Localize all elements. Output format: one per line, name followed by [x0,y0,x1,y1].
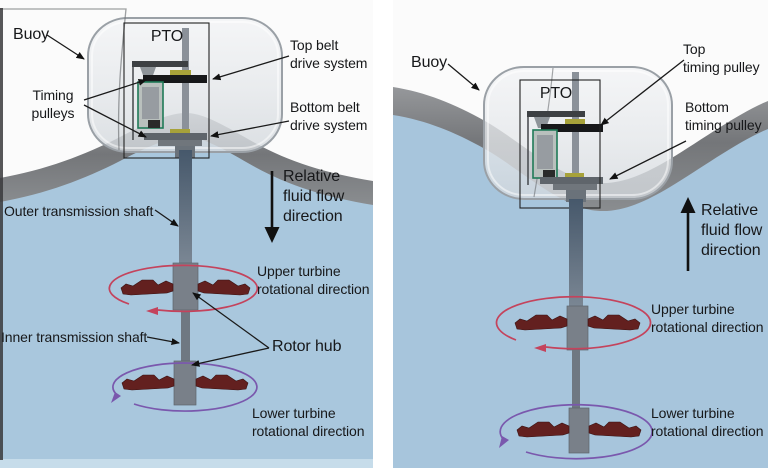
right-outer-transmission-shaft [569,199,583,308]
right-flow-up-arrow [680,197,696,271]
right-bottom-pulley-lower [553,184,597,190]
right-top-timing-pulley [565,119,585,125]
right-drivetrain [514,199,642,454]
rotor-hub-label: Rotor hub [272,338,342,355]
left-bottom-belt-label: Bottom belt drive system [290,99,368,133]
right-buoy-label: Buoy [411,54,448,71]
left-pto-box [123,22,210,159]
left-lower-turbine-label: Lower turbine rotational direction [252,405,365,439]
right-generator-core [537,135,553,169]
right-bottom-timing-pulley [565,173,584,178]
right-top-plate [527,111,585,117]
right-buoy-arrow [447,63,480,91]
right-generator-base [543,170,555,178]
left-inner-shaft-label: Inner transmission shaft [1,329,148,345]
right-pto-machinery [519,72,603,209]
leader-arrows [46,34,687,367]
left-timing-pulleys-label: Timing pulleys [31,87,75,121]
left-water-bottom-strip [0,459,373,468]
right-pto-box [519,79,601,209]
left-edge-strip [0,8,3,460]
left-flow-label: Relative fluid flow direction [283,168,345,226]
left-flow-down-arrow [264,171,280,243]
left-buoy-cable [0,8,127,151]
right-pto-label: PTO [539,85,573,102]
right-top-pulley-label: Top timing pulley [683,41,760,75]
left-outer-shaft-label: Outer transmission shaft [4,203,154,219]
left-rotation-arrows [108,264,259,412]
right-bottom-pulley-label: Bottom timing pulley [685,99,762,133]
rotor-hub-arrow-lower [191,347,270,367]
left-bottom-belt-arrow [210,120,290,139]
left-lower-rotation-arrow [111,362,258,412]
left-upper-rotor-hub [172,262,199,311]
left-upper-rotation-arrow [108,264,259,315]
flow-arrows [264,171,696,271]
rotor-hub-arrow-upper [192,292,270,349]
left-bottom-pulley-bar [144,133,207,140]
left-timing-pulleys-arrow-top [83,78,147,101]
left-buoy-arrow [46,34,85,60]
right-rotation-arrows [495,295,654,460]
left-lower-rotor-hub [173,360,197,406]
right-bottom-pulley-arrow [609,140,687,180]
left-upper-shaft [182,28,189,152]
right-upper-shaft [572,72,579,200]
right-upper-rotor-hub [566,305,589,351]
right-wave-band [393,87,768,212]
left-outer-transmission-shaft [179,150,192,265]
left-upper-turbine-label: Upper turbine rotational direction [257,263,370,297]
right-lower-rotor-hub [568,407,590,454]
right-top-pulley-arrow [600,59,685,126]
right-upper-rotation-arrow [495,295,652,352]
panel-gap [373,0,393,468]
left-top-belt-label: Top belt drive system [290,37,368,71]
left-top-plate [132,61,188,67]
left-inner-transmission-shaft [181,310,190,363]
right-top-belt [541,124,603,132]
left-inner-shaft-arrow [146,336,180,346]
left-outer-shaft-arrow [154,209,179,227]
left-pto-label: PTO [150,28,184,45]
left-top-belt-arrow [212,55,290,81]
left-generator-core [142,87,159,119]
left-top-belt [143,75,207,83]
right-lower-turbine-label: Lower turbine rotational direction [651,405,764,439]
left-drivetrain [120,150,251,406]
left-bottom-timing-pulley [170,129,190,134]
right-lower-rotation-arrow [499,403,654,460]
left-top-timing-pulley [170,70,191,76]
left-bottom-pulley-lower [158,140,202,146]
left-timing-pulleys-arrow-bottom [83,104,147,138]
right-upper-turbine-label: Upper turbine rotational direction [651,301,764,335]
left-buoy-label: Buoy [13,26,50,43]
right-flow-label: Relative fluid flow direction [701,202,763,260]
left-generator-base [148,120,160,128]
right-inner-transmission-shaft [572,350,580,410]
right-bottom-pulley-bar [540,177,603,184]
